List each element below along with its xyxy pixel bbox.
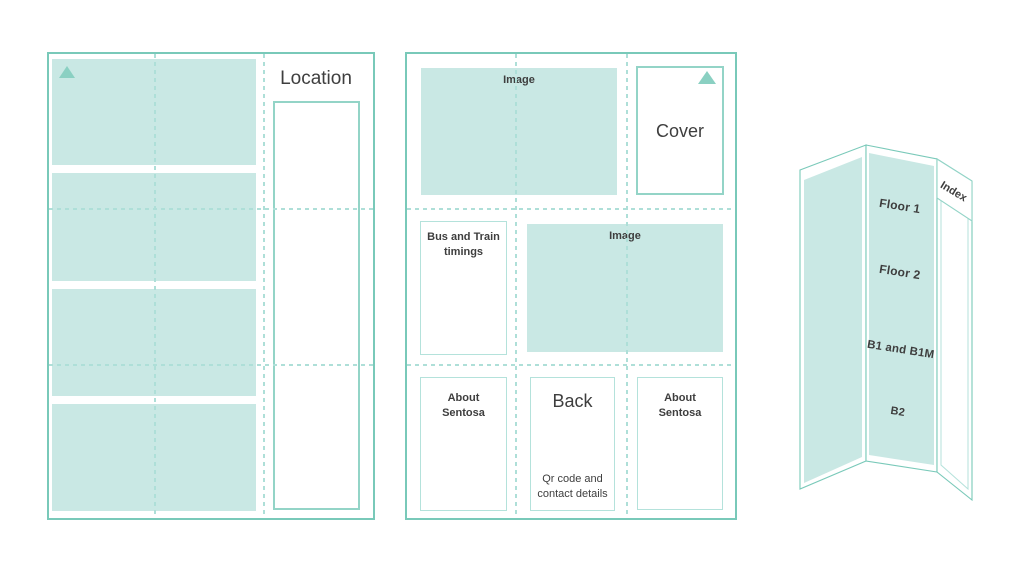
fold-guide-vertical [515,54,517,518]
folded-brochure-preview: Index Floor 1 Floor 2 B1 and B1M B2 [799,144,973,502]
b2-label: B2 [890,405,906,419]
about-sentosa-label: About Sentosa [658,392,702,419]
triangle-marker-icon [698,71,716,84]
fold-guide-vertical [154,54,156,518]
about-sentosa-box-left: About Sentosa [420,377,507,511]
fold-left-panel-fill [804,157,862,483]
location-label: Location [280,68,352,89]
image-placeholder-top: Image [421,68,617,195]
cover-label: Cover [655,120,704,141]
back-label: Back [552,391,593,411]
fold-guide-horizontal [407,364,735,366]
bus-train-timings-box: Bus and Train timings [420,221,507,355]
floor-2-label: Floor 2 [878,262,921,282]
image-label: Image [503,74,535,86]
fold-guide-horizontal [49,364,373,366]
about-sentosa-box-right: About Sentosa [637,377,723,510]
fold-guide-vertical [626,54,628,518]
fold-guide-horizontal [49,208,373,210]
bus-train-timings-label: Bus and Train timings [427,231,500,258]
floor-1-label: Floor 1 [878,196,921,216]
image-label: Image [609,230,641,242]
qr-contact-label: Qr code and contact details [537,473,608,500]
about-sentosa-label: About Sentosa [442,392,485,419]
fold-center-panel-fill [869,153,934,465]
location-box [273,101,360,510]
fold-guide-vertical [263,54,265,518]
index-band [936,158,973,223]
triangle-marker-icon [59,66,75,78]
back-box: Back Qr code and contact details [530,377,615,511]
cover-box: Cover [636,66,724,195]
image-placeholder-middle: Image [527,224,723,352]
fold-guide-horizontal [407,208,735,210]
